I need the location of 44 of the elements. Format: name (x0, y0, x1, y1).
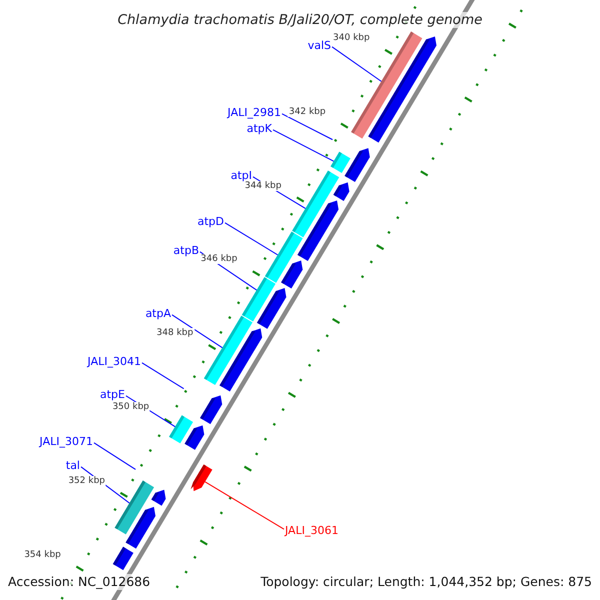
gene-feature (281, 260, 303, 288)
gene-label: tal (66, 459, 80, 472)
gene-feature (368, 36, 436, 143)
gene-feature (200, 395, 222, 424)
genome-summary: Topology: circular; Length: 1,044,352 bp; Genes: 875 (258, 574, 594, 590)
gene-feature (220, 328, 262, 392)
scale-label: 350 kbp (111, 402, 150, 412)
gene-feature (344, 148, 370, 182)
scale-label: 344 kbp (244, 180, 282, 191)
gene-label: JALI_3071 (40, 435, 93, 448)
gene-label: JALI_2981 (228, 106, 281, 119)
leader-line (172, 314, 223, 348)
gene-label: atpI (230, 169, 252, 182)
scale-label: 352 kbp (67, 476, 106, 486)
scale-label: 340 kbp (332, 32, 371, 43)
gene-feature (298, 200, 339, 262)
scale-label: 354 kbp (23, 550, 62, 560)
gene-label: atpD (197, 215, 224, 228)
gene-label: atpK (246, 122, 272, 135)
leader-line (272, 129, 334, 162)
gene-feature (256, 288, 286, 329)
leader-line (332, 46, 382, 82)
gene-label: valS (308, 39, 331, 52)
gene-label: atpE (100, 388, 125, 401)
leader-line (224, 222, 278, 256)
gene-label: JALI_3041 (88, 355, 141, 368)
gene-feature (151, 490, 166, 506)
leader-line (142, 362, 184, 390)
leader-line (204, 481, 284, 530)
gene-label: atpA (145, 307, 171, 320)
gene-feature (330, 152, 350, 173)
leader-line (94, 442, 136, 470)
gene-feature (190, 464, 212, 492)
scale-label: 348 kbp (156, 328, 194, 338)
leader-line (282, 113, 334, 140)
accession-text: Accession: NC_012686 (6, 574, 152, 590)
scale-label: 346 kbp (200, 254, 238, 264)
gene-feature (126, 506, 156, 549)
gene-feature (184, 425, 204, 450)
scale-label: 342 kbp (288, 106, 327, 117)
gene-feature (112, 546, 134, 570)
gene-label: JALI_3061 (285, 524, 338, 537)
gene-label: atpB (173, 244, 199, 257)
gene-feature (333, 182, 350, 201)
